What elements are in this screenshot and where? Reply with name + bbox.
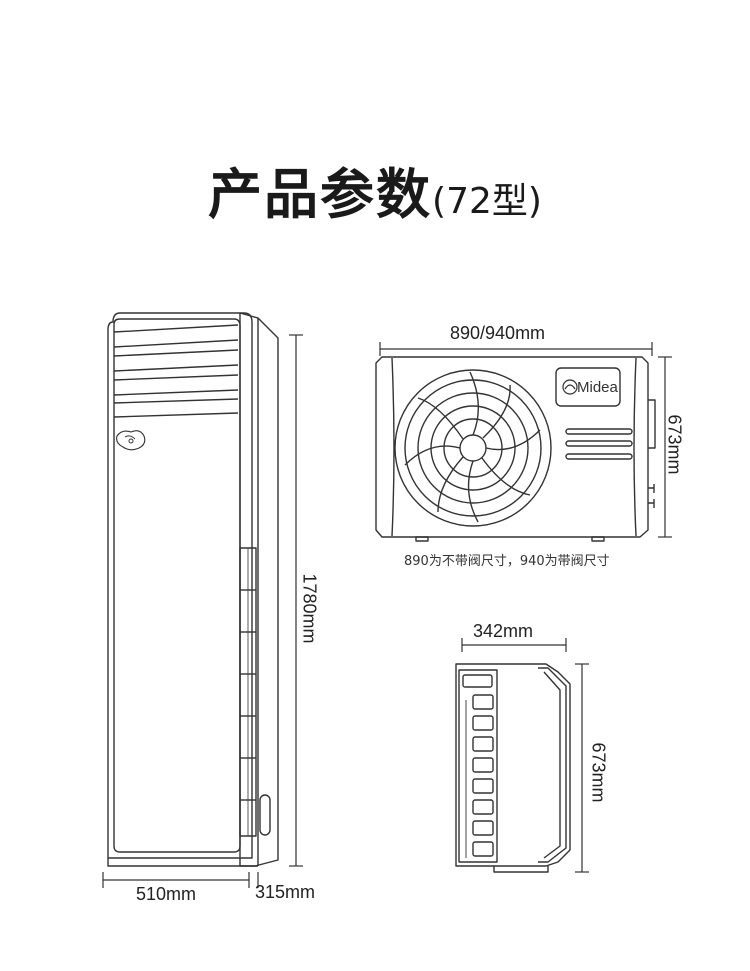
- outdoor-side-depth-label: 342mm: [473, 621, 534, 641]
- indoor-unit-illustration: [107, 312, 279, 867]
- outdoor-unit-side-illustration: [455, 663, 571, 873]
- indoor-emblem-icon: [116, 430, 146, 451]
- midea-logo-text: Midea: [577, 379, 618, 396]
- title-model: (72型): [432, 181, 542, 222]
- valve-size-note: 890为不带阀尺寸，940为带阀尺寸: [404, 554, 610, 569]
- outdoor-side-height-dimension: [575, 663, 589, 873]
- page-title: 产品参数(72型): [0, 150, 750, 229]
- indoor-depth-label: 315mm: [255, 882, 316, 902]
- outdoor-front-width-label: 890/940mm: [450, 323, 546, 343]
- indoor-top-louvers: [113, 324, 239, 418]
- title-main: 产品参数: [208, 163, 433, 226]
- midea-logo-icon: [562, 379, 578, 395]
- outdoor-front-height-dimension: [658, 356, 672, 538]
- outdoor-side-height-label: 673mm: [588, 742, 609, 803]
- indoor-width-label: 510mm: [136, 884, 197, 904]
- indoor-width-dimension: [102, 872, 259, 888]
- indoor-height-dimension: [289, 334, 303, 867]
- outdoor-unit-front-illustration: [375, 356, 656, 542]
- outdoor-side-depth-dimension: [461, 638, 567, 652]
- indoor-height-label: 1780mm: [299, 573, 320, 644]
- outdoor-front-height-label: 673mm: [664, 414, 685, 475]
- outdoor-front-width-dimension: [379, 342, 653, 356]
- indoor-side-vent: [239, 547, 257, 837]
